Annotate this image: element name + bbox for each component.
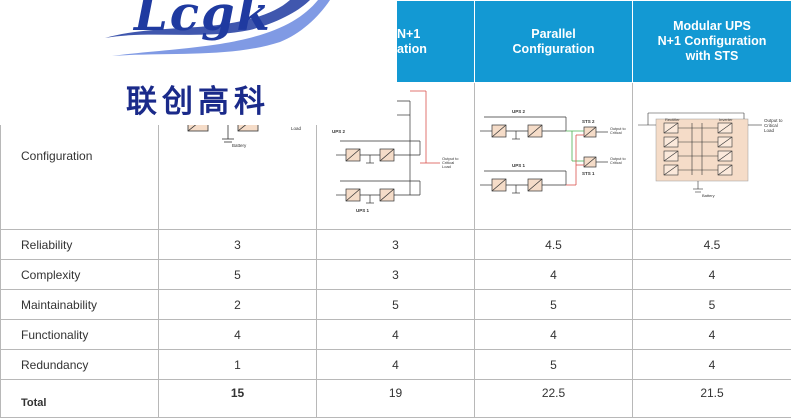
- table-row: Functionality 4 4 4 4: [1, 320, 791, 350]
- cell-value: 4: [633, 320, 791, 350]
- header-col-3-line-2: Configuration: [475, 42, 632, 57]
- total-value: 22.5: [475, 380, 633, 418]
- diagram-modular-ups: Rectifier Inverter Battery Output to Cri…: [633, 83, 791, 230]
- n1-ups1-label: UPS 1: [356, 208, 370, 213]
- total-label: Total: [1, 380, 159, 418]
- diagram-parallel-svg: UPS 2 UPS 1 STS 2 STS 1 Output to Critic…: [476, 83, 632, 224]
- total-value: 21.5: [633, 380, 791, 418]
- cell-value: 4: [317, 320, 475, 350]
- modular-rectifier-label: Rectifier: [665, 117, 680, 122]
- table-row: Complexity 5 3 4 4: [1, 260, 791, 290]
- header-col-3-line-1: Parallel: [475, 27, 632, 42]
- n1-output-line-3: Load: [442, 164, 451, 169]
- par-sts2-label: STS 2: [582, 119, 595, 124]
- row-label: Complexity: [1, 260, 159, 290]
- cell-value: 3: [317, 230, 475, 260]
- n1-ups2-label: UPS 2: [332, 129, 346, 134]
- modular-battery-label: Battery: [702, 193, 715, 198]
- total-value: 19: [317, 380, 475, 418]
- row-label: Reliability: [1, 230, 159, 260]
- cell-value: 5: [475, 290, 633, 320]
- row-label: Maintainability: [1, 290, 159, 320]
- cell-value: 4: [475, 260, 633, 290]
- par-ups2-label: UPS 2: [512, 109, 526, 114]
- company-logo: Lcgk 联创高科: [0, 0, 397, 125]
- cell-value: 3: [317, 260, 475, 290]
- cell-value: 5: [633, 290, 791, 320]
- cell-value: 4: [633, 350, 791, 380]
- cell-value: 5: [159, 260, 317, 290]
- cell-value: 2: [159, 290, 317, 320]
- par-output-a-line-2: Critical: [610, 131, 622, 135]
- cell-value: 4: [159, 320, 317, 350]
- row-label: Redundancy: [1, 350, 159, 380]
- diagram-modular-ups-svg: Rectifier Inverter Battery Output to Cri…: [634, 83, 790, 224]
- par-output-b-line-2: Critical: [610, 161, 622, 165]
- cell-value: 4.5: [475, 230, 633, 260]
- par-sts1-label: STS 1: [582, 171, 595, 176]
- row-label: Functionality: [1, 320, 159, 350]
- single-battery-label: Battery: [232, 143, 247, 148]
- single-output-line-3: Load: [291, 126, 302, 131]
- header-col-4-line-2: N+1 Configuration: [633, 34, 791, 49]
- modular-output-line-3: Load: [764, 128, 775, 133]
- par-ups1-label: UPS 1: [512, 163, 526, 168]
- header-col-4-line-1: Modular UPS: [633, 19, 791, 34]
- logo-chinese-text: 联创高科: [126, 76, 270, 121]
- cell-value: 4.5: [633, 230, 791, 260]
- total-row: Total 15 19 22.5 21.5: [1, 380, 791, 418]
- table-row: Redundancy 1 4 5 4: [1, 350, 791, 380]
- cell-value: 4: [475, 320, 633, 350]
- cell-value: 5: [475, 350, 633, 380]
- header-col-4-line-3: with STS: [633, 49, 791, 64]
- cell-value: 1: [159, 350, 317, 380]
- header-col-4: Modular UPS N+1 Configuration with STS: [633, 1, 791, 83]
- cell-value: 3: [159, 230, 317, 260]
- modular-inverter-label: Inverter: [719, 117, 733, 122]
- diagram-parallel: UPS 2 UPS 1 STS 2 STS 1 Output to Critic…: [475, 83, 633, 230]
- header-col-3: Parallel Configuration: [475, 1, 633, 83]
- table-row: Maintainability 2 5 5 5: [1, 290, 791, 320]
- table-row: Reliability 3 3 4.5 4.5: [1, 230, 791, 260]
- cell-value: 5: [317, 290, 475, 320]
- cell-value: 4: [633, 260, 791, 290]
- logo-latin-text: Lcgk: [134, 0, 272, 42]
- total-value: 15: [159, 380, 317, 418]
- cell-value: 4: [317, 350, 475, 380]
